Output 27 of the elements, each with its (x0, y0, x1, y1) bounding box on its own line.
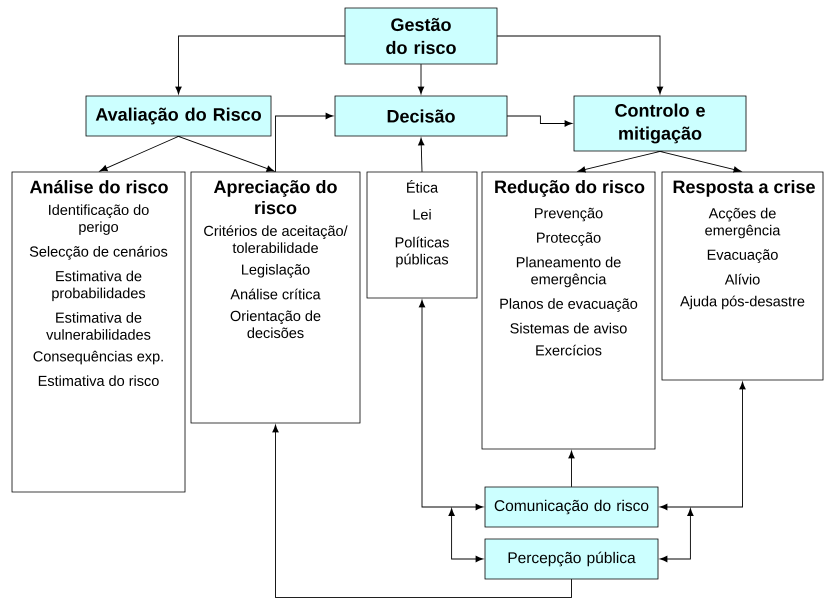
arrow (418, 64, 424, 94)
process-box: Controlo e mitigação (574, 96, 746, 152)
process-box: Percepção pública (484, 538, 658, 580)
arrow (578, 150, 660, 173)
process-box: Gestão do risco (344, 8, 498, 64)
list-box: Apreciação do risco Critérios de aceitação/ tolerabilidade Legislação Análise crítica Orientação de decisões (190, 172, 360, 424)
process-box: Avaliação do Risco (86, 96, 272, 136)
arrow (175, 36, 346, 94)
arrow (506, 116, 572, 127)
arrow (660, 382, 746, 510)
list-box: Análise do risco Identificação do perigo Selecção de cenários Estimativa de probabilidades Estimativa de vulnerabilidades Consequências exp. Estimativa do risco (12, 172, 186, 492)
arrow (272, 424, 572, 598)
process-box: Comunicação do risco (484, 486, 658, 528)
arrow (418, 300, 484, 510)
arrow (568, 450, 575, 488)
list-box: Ética Lei Políticas públicas (366, 172, 478, 298)
arrow (178, 136, 274, 172)
arrow (100, 136, 179, 172)
arrow (660, 508, 694, 562)
arrow (418, 138, 424, 172)
arrow (496, 36, 664, 94)
arrow (448, 508, 484, 562)
process-box: Decisão (334, 96, 508, 136)
list-box: Resposta a crise Acções de emergência Evacuação Alívio Ajuda pós-desastre (662, 172, 824, 380)
arrow (275, 112, 334, 172)
arrow (660, 150, 742, 173)
list-box: Redução do risco Prevenção Protecção Planeamento de emergência Planos de evacuação Sistemas de aviso Exercícios (482, 172, 656, 450)
